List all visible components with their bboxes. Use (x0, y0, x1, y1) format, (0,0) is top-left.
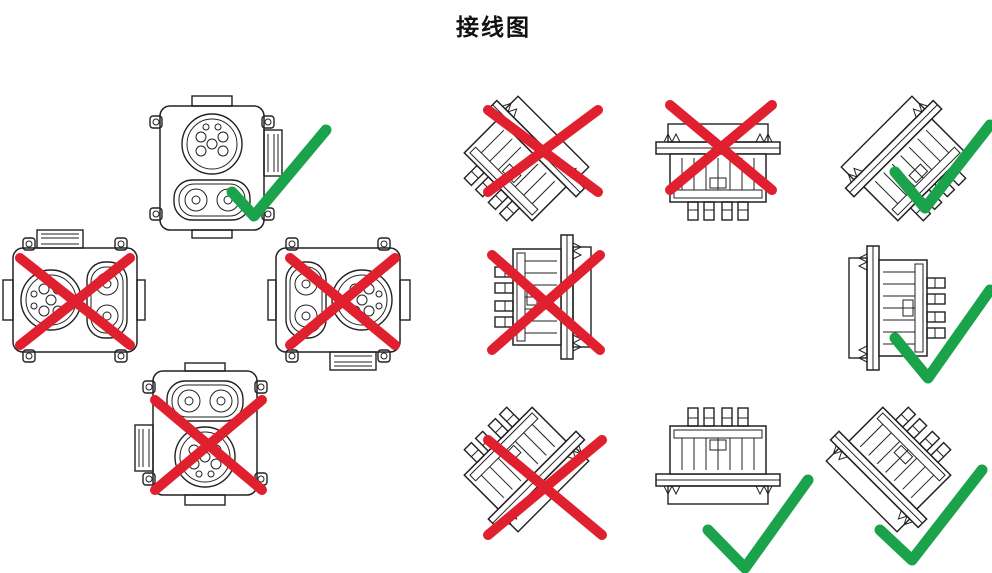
side-view-r2c3 (848, 245, 946, 371)
front-view-top (149, 95, 283, 239)
side-view-r1c2-cross-mark (665, 100, 777, 195)
front-view-left-cross-mark (15, 253, 135, 350)
side-view-r1c3-check-mark (889, 119, 992, 214)
front-view-top-check-mark (226, 124, 332, 222)
side-view-r3c2-check-mark (702, 474, 814, 573)
front-view-bottom-cross-mark (150, 395, 267, 495)
page-title: 接线图 (456, 15, 531, 41)
side-view-r1c2 (655, 123, 781, 221)
front-view-right-cross-mark (285, 253, 400, 350)
side-view-r3c3-check-mark (874, 464, 988, 566)
side-view-r3c1-cross-mark (483, 435, 607, 540)
side-view-r3c2 (655, 407, 781, 505)
side-view-r1c1-cross-mark (483, 105, 603, 197)
side-view-r2c3-check-mark (889, 284, 992, 384)
side-view-r2c1-cross-mark (487, 250, 605, 355)
